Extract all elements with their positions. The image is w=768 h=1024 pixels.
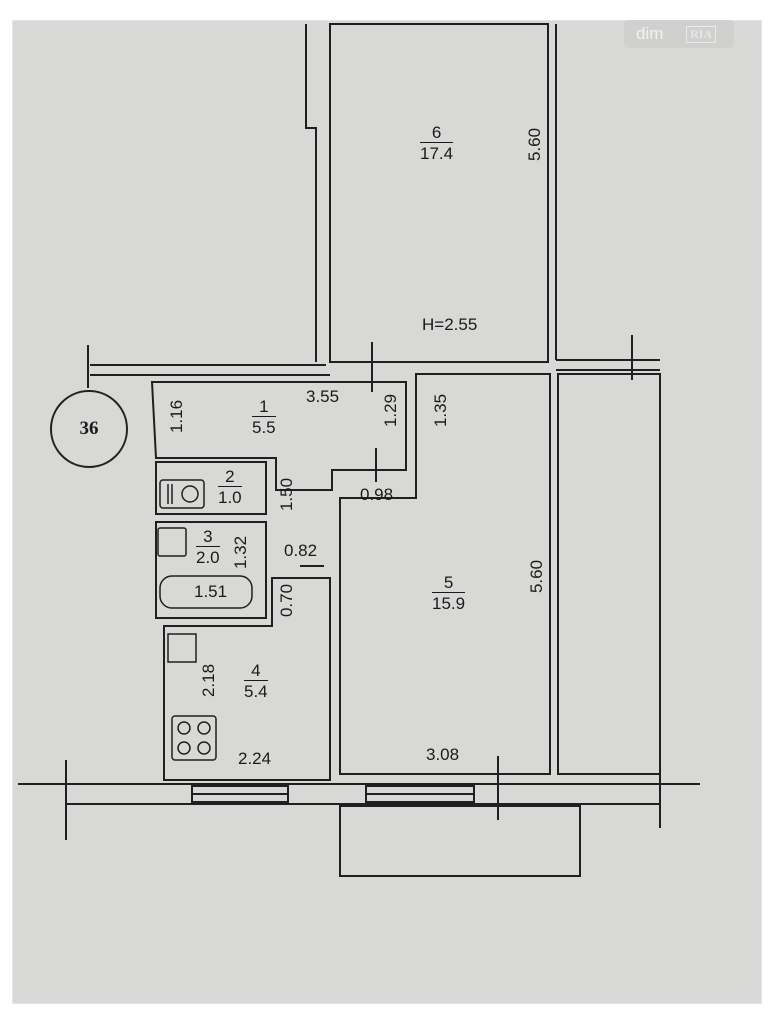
dim-1-35: 1.35 [431,393,451,428]
room-6-area: 17.4 [420,144,454,163]
room-5-area: 15.9 [432,594,466,613]
room-1-number: 1 [252,398,276,417]
room-6-outline [329,23,549,363]
dimria-logo: dim RIA [624,20,734,48]
neighbor-unit-outline [557,373,661,775]
dim-5-60-room-6: 5.60 [525,127,545,162]
stove-icon [171,715,217,761]
room-3-label: 3 2.0 [196,528,220,566]
room-2-number: 2 [218,468,242,487]
room-4-number: 4 [244,662,268,681]
dim-0-82: 0.82 [284,541,318,560]
dim-1-50: 1.50 [277,477,297,512]
dim-1-32: 1.32 [231,535,251,570]
dim-0-98: 0.98 [360,485,394,504]
bathtub-length: 1.51 [194,582,228,601]
left-building-wall [305,24,317,362]
room-2-area: 1.0 [218,488,242,507]
dim-1-29: 1.29 [381,393,401,428]
sink-icon [157,527,187,557]
logo-badge: RIA [686,26,717,43]
room-2-outline [155,461,267,515]
room-1-area: 5.5 [252,418,276,437]
dim-3-08: 3.08 [426,745,460,764]
dim-3-55: 3.55 [306,387,340,406]
room-4-label: 4 5.4 [244,662,268,700]
apartment-number: 36 [79,418,99,439]
kitchen-sink-icon [167,633,197,663]
dim-2-18: 2.18 [199,663,219,698]
dim-0-70: 0.70 [277,583,297,618]
apartment-number-badge: 36 [50,390,128,468]
dim-5-60-room-5: 5.60 [527,559,547,594]
room-3-area: 2.0 [196,548,220,567]
bathtub-icon [159,575,253,609]
toilet-icon [159,479,205,509]
logo-text: dim [636,24,664,43]
ceiling-height: H=2.55 [422,315,478,334]
room-6-label: 6 17.4 [420,124,454,163]
dim-1-16: 1.16 [167,399,187,434]
dim-2-24: 2.24 [238,749,272,768]
room-6-number: 6 [420,124,454,143]
room-5-label: 5 15.9 [432,574,466,613]
room-5-number: 5 [432,574,466,593]
balcony-outline [339,805,581,877]
room-3-outline [155,521,267,619]
room-4-outline [163,577,331,781]
floor-plan-sheet [12,20,762,1004]
room-4-area: 5.4 [244,682,268,701]
room-3-number: 3 [196,528,220,547]
room-1-outline [150,381,407,491]
room-1-label: 1 5.5 [252,398,276,436]
room-5-outline [339,373,551,775]
room-2-label: 2 1.0 [218,468,242,506]
